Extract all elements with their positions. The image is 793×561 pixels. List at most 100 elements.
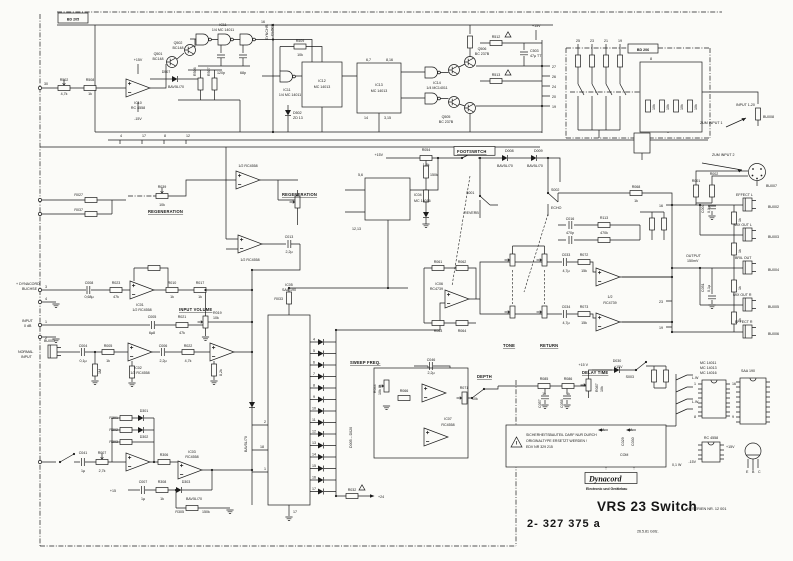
part-label: 470k xyxy=(600,231,608,235)
part-label: D303 xyxy=(182,480,191,484)
part-label: 0,1 W xyxy=(672,463,682,467)
part-label: R019 xyxy=(213,311,222,315)
delay-ic-section xyxy=(267,287,445,521)
part-label: 2,2µ xyxy=(285,250,292,254)
part-label: E xyxy=(746,470,749,474)
part-label: 4,7µ xyxy=(562,269,569,273)
warning-box: SICHERHEITSBAUTEIL DARF NUR DURCH ORIGIN… xyxy=(505,424,667,468)
bd206-box xyxy=(627,43,659,54)
part-label: 0 dB xyxy=(24,324,32,328)
part-label: 10k xyxy=(213,316,219,320)
part-label: 1,8k xyxy=(423,163,430,167)
part-label: MIX OUT R xyxy=(733,293,752,297)
part-label: 10k xyxy=(159,203,165,207)
part-label: 150k xyxy=(202,510,210,514)
part-label: 15k xyxy=(581,321,587,325)
part-label: 4 xyxy=(45,297,47,301)
part-label: R044 xyxy=(373,384,377,393)
part-label: 21 xyxy=(604,39,608,43)
part-label: D302 xyxy=(140,435,149,439)
part-label: 8 xyxy=(164,134,166,138)
part-label: 47k xyxy=(179,331,185,335)
warning-line-1: SICHERHEITSBAUTEIL DARF NUR DURCH xyxy=(526,433,597,437)
part-label: 150k xyxy=(430,173,438,177)
part-label: 8,16 xyxy=(386,58,393,62)
part-label: RC 4558 xyxy=(131,106,145,110)
part-label: 6 xyxy=(313,361,315,365)
part-label: 1k xyxy=(160,497,164,501)
power-rails xyxy=(40,12,708,148)
part-label: 4,7k xyxy=(185,359,192,363)
part-label: 2,7k xyxy=(99,469,106,473)
part-label: BAV5L/70 xyxy=(244,436,248,452)
part-label: 1/2 RC4558 xyxy=(240,258,259,262)
part-label: 470p xyxy=(566,231,574,235)
part-label: BAV5L/70 xyxy=(186,497,202,501)
part-label: 30 xyxy=(44,82,48,86)
part-label: 17 xyxy=(293,510,297,514)
part-label: 16 xyxy=(312,476,316,480)
part-label: MC 14016 xyxy=(700,371,717,375)
label-regeneration-left: REGENERATION xyxy=(148,209,183,214)
part-label: 1µ xyxy=(141,497,145,501)
part-label: R302 xyxy=(109,428,118,432)
part-label: RC 4558 xyxy=(704,436,718,440)
part-label: MC 14011 xyxy=(700,361,716,365)
part-label: SAA 190 xyxy=(282,288,296,292)
bd205-box xyxy=(57,12,89,24)
part-label: MC 14016 xyxy=(414,199,431,203)
part-label: A xyxy=(602,428,605,432)
part-label: 1µ xyxy=(81,469,85,473)
part-label: 2 xyxy=(45,336,47,340)
sweep-depth-section xyxy=(373,361,612,459)
part-label: 4 xyxy=(313,338,315,342)
part-label: 1/4 MC 14011 xyxy=(212,28,234,32)
part-label: BUCHSE xyxy=(22,287,38,291)
part-label: R308 xyxy=(158,480,167,484)
part-label: R010 xyxy=(168,281,177,285)
part-label: 47µ TT xyxy=(530,54,542,58)
part-label: ZD 13 xyxy=(293,116,303,120)
part-label: BU004 xyxy=(768,268,779,272)
part-label: MC 14013 xyxy=(314,85,331,89)
label-sweep-freq: SWEEP FREQ. xyxy=(350,360,381,365)
lfo-section xyxy=(40,414,252,514)
part-label: 1/2 xyxy=(608,295,613,299)
part-label: R508 xyxy=(86,78,95,82)
part-label: REVERB xyxy=(464,211,479,215)
part-label: Q502 xyxy=(174,41,183,45)
part-label: 1k xyxy=(634,199,638,203)
input-wires xyxy=(40,267,268,505)
label-depth: DEPTH xyxy=(477,374,492,379)
part-label: D009 xyxy=(534,149,543,153)
part-label: 1/2 RC4558 xyxy=(130,371,149,375)
part-label: C016 xyxy=(566,217,575,221)
part-label: 19 xyxy=(618,39,622,43)
part-label: IC11 xyxy=(219,23,226,27)
part-label: RC4739 xyxy=(430,287,443,291)
part-label: 8,2k xyxy=(219,369,223,376)
part-label: C xyxy=(758,470,761,474)
part-label: 12 xyxy=(312,430,316,434)
footswitch-section xyxy=(345,146,561,288)
label-return: RETURN xyxy=(540,343,558,348)
part-label: S002 xyxy=(551,188,559,192)
part-label: 13 xyxy=(312,441,316,445)
part-label: 15k xyxy=(581,269,587,273)
part-label: R507 xyxy=(207,67,211,76)
part-label: 1M xyxy=(98,369,102,374)
part-label: 5,6 xyxy=(358,173,363,177)
part-label: R071 xyxy=(460,386,469,390)
part-label: 1/2 RC4558 xyxy=(132,308,151,312)
part-label: IC14 xyxy=(433,81,441,85)
part-label: 27 xyxy=(552,65,556,69)
part-label: R306 xyxy=(160,453,169,457)
part-label: D301 xyxy=(140,409,149,413)
tone-wires xyxy=(423,245,672,324)
part-label: R063 xyxy=(434,329,443,333)
part-label: 19 xyxy=(659,326,663,330)
part-label: R085 xyxy=(540,377,549,381)
part-label: 120p xyxy=(217,71,225,75)
part-label: R032 xyxy=(348,488,357,492)
part-label: R072 xyxy=(580,253,589,257)
